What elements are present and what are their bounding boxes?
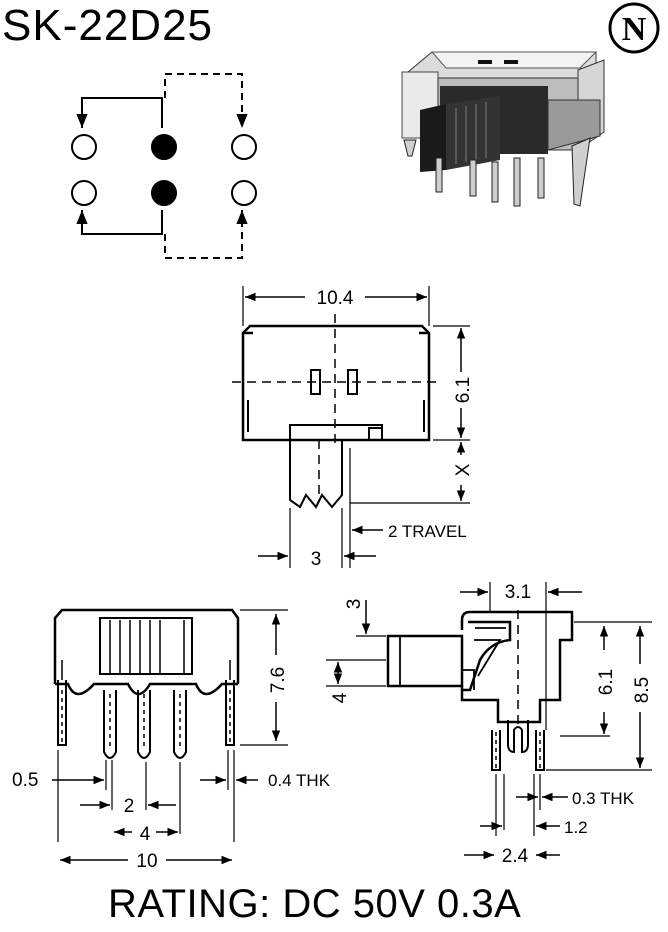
schematic-arrow-bottom-right	[164, 210, 248, 259]
top-view: 10.4 6.1 X 2 TRAVEL 3	[232, 286, 474, 570]
dim-front-thickness: 0.4 THK	[268, 771, 331, 790]
dim-knob-height: 4	[330, 692, 351, 703]
dim-knob-width: 3	[311, 549, 322, 570]
dim-side-total-height: 8.5	[632, 677, 653, 703]
electrical-rating: RATING: DC 50V 0.3A	[108, 882, 522, 926]
dim-knob-offset: 3	[344, 599, 365, 610]
schematic-arrow-top-right	[164, 73, 248, 128]
dim-side-body-height: 6.1	[596, 669, 617, 695]
switch-3d-illustration	[401, 51, 605, 207]
contact-open	[231, 134, 257, 160]
dim-pin-width: 0.5	[12, 770, 38, 791]
top-view-actuator	[289, 440, 343, 509]
side-view: 3.1 3 4 6.1 8.5 0.3 THK 1.2 2.4	[326, 582, 653, 867]
dim-side-top-width: 3.1	[505, 582, 531, 603]
contact-open	[71, 180, 97, 206]
brand-logo: N	[608, 2, 660, 54]
part-number-title: SK-22D25	[2, 1, 214, 50]
dim-travel: 2 TRAVEL	[388, 522, 467, 541]
schematic-arrow-top-left	[76, 97, 163, 128]
contact-open	[231, 180, 257, 206]
front-view-body	[53, 608, 240, 684]
contact-open	[71, 134, 97, 160]
dim-pitch-outer: 4	[140, 824, 151, 845]
front-view: 7.6 0.5 0.4 THK 2 4 10	[12, 608, 331, 872]
logo-letter: N	[622, 11, 647, 48]
dim-lead-width: 1.2	[564, 818, 588, 837]
schematic-arrow-bottom-left	[76, 210, 163, 235]
contact-common	[151, 134, 177, 160]
dim-lead-span: 2.4	[502, 846, 529, 867]
dim-top-height: 6.1	[453, 377, 474, 403]
side-view-body	[460, 610, 574, 724]
front-view-actuator	[99, 617, 193, 675]
contact-common	[151, 180, 177, 206]
top-view-body	[241, 324, 431, 442]
dim-front-height: 7.6	[268, 667, 289, 693]
dim-total-width: 10	[136, 851, 157, 872]
circuit-schematic	[71, 73, 257, 259]
dim-extension: X	[453, 463, 474, 476]
dim-top-width: 10.4	[317, 288, 354, 309]
dim-pitch-inner: 2	[124, 796, 135, 817]
dim-side-thickness: 0.3 THK	[572, 789, 635, 808]
